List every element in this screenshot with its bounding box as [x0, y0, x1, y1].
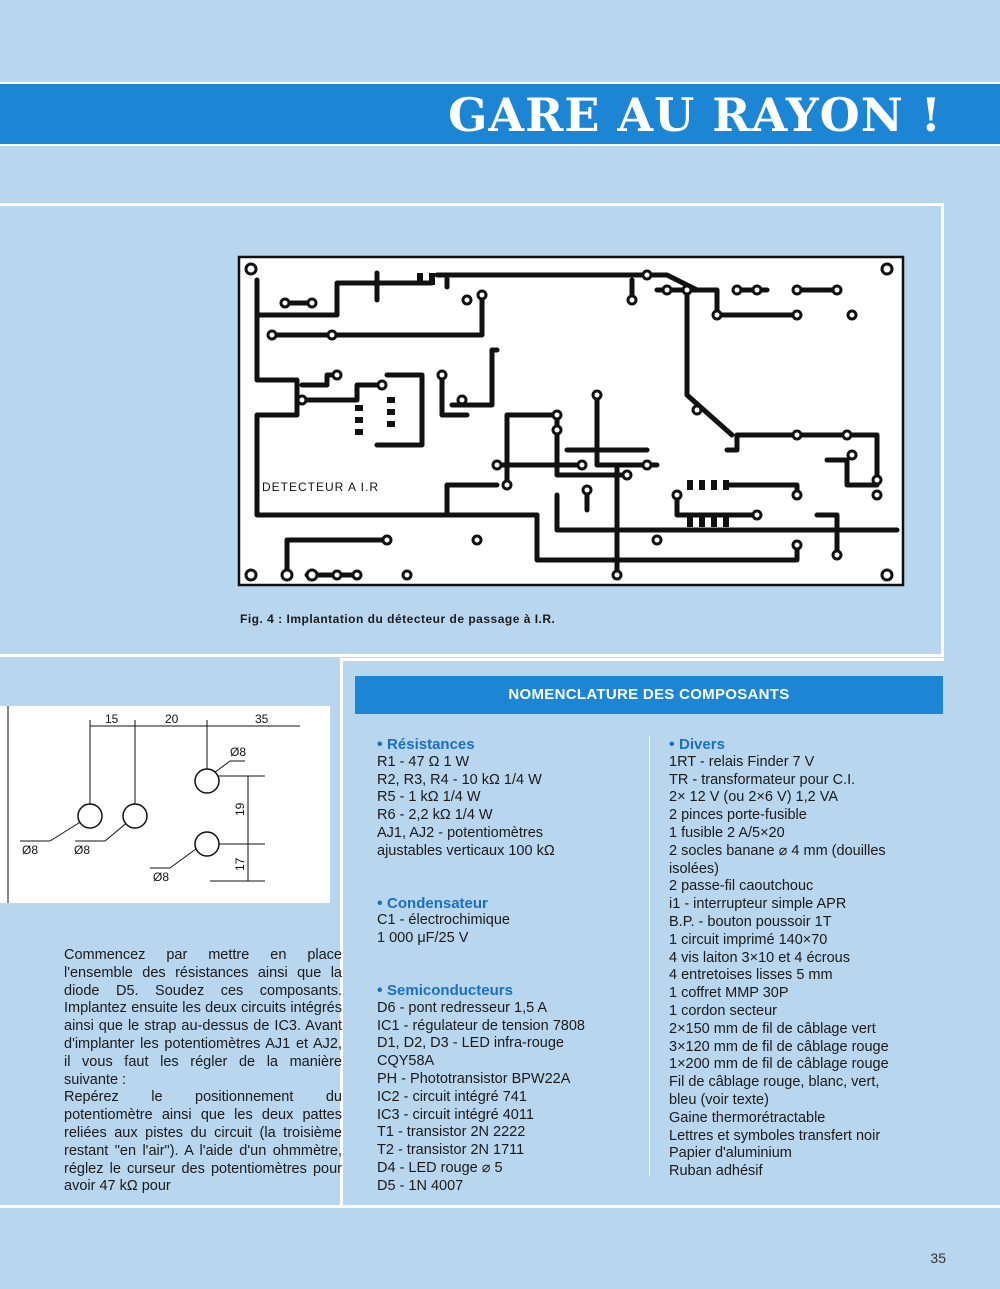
list-item: 2× 12 V (ou 2×6 V) 1,2 VA — [669, 789, 839, 806]
list-item: D6 - pont redresseur 1,5 A — [377, 999, 548, 1016]
dim-15: 15 — [105, 712, 119, 726]
pcb-label: DETECTEUR A I.R — [262, 480, 379, 494]
bullet-icon: • — [377, 736, 388, 753]
list-item: B.P. - bouton poussoir 1T — [669, 913, 832, 930]
list-item: R1 - 47 Ω 1 W — [377, 753, 470, 770]
list-item: ajustables verticaux 100 kΩ — [377, 842, 555, 859]
list-item: Fil de câblage rouge, blanc, vert, — [669, 1074, 880, 1091]
list-item: R5 - 1 kΩ 1/4 W — [377, 789, 481, 806]
list-item: AJ1, AJ2 - potentiomètres — [377, 824, 544, 841]
panel-divider-top — [340, 658, 944, 661]
intro-paragraph-2: Repérez le positionnement du potentiomèt… — [64, 1089, 342, 1195]
page-title: GARE AU RAYON ! — [448, 88, 942, 142]
list-item: 1 fusible 2 A/5×20 — [669, 824, 785, 841]
section-semiconducteurs-title: • Semiconducteurs — [377, 981, 513, 999]
nomenclature-title: NOMENCLATURE DES COMPOSANTS — [355, 676, 943, 714]
list-item: 3×120 mm de fil de câblage rouge — [669, 1038, 889, 1055]
bottom-divider — [0, 1205, 1000, 1208]
list-item: 1 cordon secteur — [669, 1002, 778, 1019]
list-item: T1 - transistor 2N 2222 — [377, 1124, 526, 1141]
page-number: 35 — [930, 1250, 946, 1266]
figure-caption: Fig. 4 : Implantation du détecteur de pa… — [240, 612, 556, 626]
list-item: R6 - 2,2 kΩ 1/4 W — [377, 807, 493, 824]
list-item: PH - Phototransistor BPW22A — [377, 1070, 571, 1087]
nomenclature-right-column: • Divers 1RT - relais Finder 7 V TR - tr… — [669, 736, 949, 1181]
list-item: CQY58A — [377, 1053, 435, 1070]
list-item: 2 socles banane ⌀ 4 mm (douilles — [669, 842, 886, 859]
section-resistances-title: • Résistances — [377, 736, 475, 753]
drill-diagram: 15 20 35 Ø8 Ø8 Ø8 Ø8 19 17 — [0, 706, 330, 903]
list-item: 4 vis laiton 3×10 et 4 écrous — [669, 949, 850, 966]
list-item: 2×150 mm de fil de câblage vert — [669, 1020, 876, 1037]
figure-panel — [0, 203, 944, 657]
list-item: isolées) — [669, 860, 719, 877]
dim-20: 20 — [165, 712, 179, 726]
list-item: Papier d'aluminium — [669, 1145, 792, 1162]
nomenclature-left-column: • Résistances R1 - 47 Ω 1 W R2, R3, R4 -… — [377, 736, 647, 1196]
list-item: Gaine thermorétractable — [669, 1109, 826, 1126]
list-item: 4 entretoises lisses 5 mm — [669, 967, 833, 984]
column-divider — [340, 660, 343, 1208]
hole-label-left: Ø8 — [22, 843, 38, 857]
list-item: 1RT - relais Finder 7 V — [669, 753, 815, 770]
list-item: IC3 - circuit intégré 4011 — [377, 1106, 534, 1123]
list-item: D1, D2, D3 - LED infra-rouge — [377, 1035, 564, 1052]
nomenclature-column-divider — [649, 736, 650, 1176]
dim-17: 17 — [233, 857, 247, 871]
list-item: bleu (voir texte) — [669, 1091, 769, 1108]
list-item: 1 000 μF/25 V — [377, 930, 469, 947]
section-divers-title: • Divers — [669, 736, 725, 753]
list-item: 1 coffret MMP 30P — [669, 985, 789, 1002]
list-item: IC1 - régulateur de tension 7808 — [377, 1017, 585, 1034]
list-item: Ruban adhésif — [669, 1163, 763, 1180]
hole-label-mid: Ø8 — [74, 843, 90, 857]
section-condensateur-title: • Condensateur — [377, 894, 488, 912]
list-item: 1 circuit imprimé 140×70 — [669, 931, 828, 948]
dim-19: 19 — [233, 802, 247, 816]
nomenclature-box: NOMENCLATURE DES COMPOSANTS • Résistance… — [355, 676, 943, 1194]
bullet-icon: • — [377, 981, 388, 999]
list-item: 1×200 mm de fil de câblage rouge — [669, 1056, 889, 1073]
list-item: D5 - 1N 4007 — [377, 1177, 464, 1194]
list-item: TR - transformateur pour C.I. — [669, 771, 856, 788]
pcb-layout-figure: DETECTEUR A I.R — [237, 255, 905, 587]
hole-label-bottom: Ø8 — [153, 870, 169, 884]
list-item: Lettres et symboles transfert noir — [669, 1127, 881, 1144]
list-item: C1 - électrochimique — [377, 912, 510, 929]
intro-text: Commencez par mettre en place l'ensemble… — [64, 947, 342, 1196]
bullet-icon: • — [377, 894, 388, 912]
list-item: 2 passe-fil caoutchouc — [669, 878, 814, 895]
list-item: D4 - LED rouge ⌀ 5 — [377, 1159, 503, 1176]
list-item: i1 - interrupteur simple APR — [669, 896, 847, 913]
list-item: 2 pinces porte-fusible — [669, 807, 807, 824]
hole-label-top: Ø8 — [230, 745, 246, 759]
list-item: R2, R3, R4 - 10 kΩ 1/4 W — [377, 771, 542, 788]
dim-35: 35 — [255, 712, 269, 726]
list-item: T2 - transistor 2N 1711 — [377, 1142, 525, 1159]
bullet-icon: • — [669, 736, 680, 753]
intro-paragraph-1: Commencez par mettre en place l'ensemble… — [64, 947, 342, 1088]
title-banner: GARE AU RAYON ! — [0, 82, 1000, 146]
list-item: IC2 - circuit intégré 741 — [377, 1088, 527, 1105]
